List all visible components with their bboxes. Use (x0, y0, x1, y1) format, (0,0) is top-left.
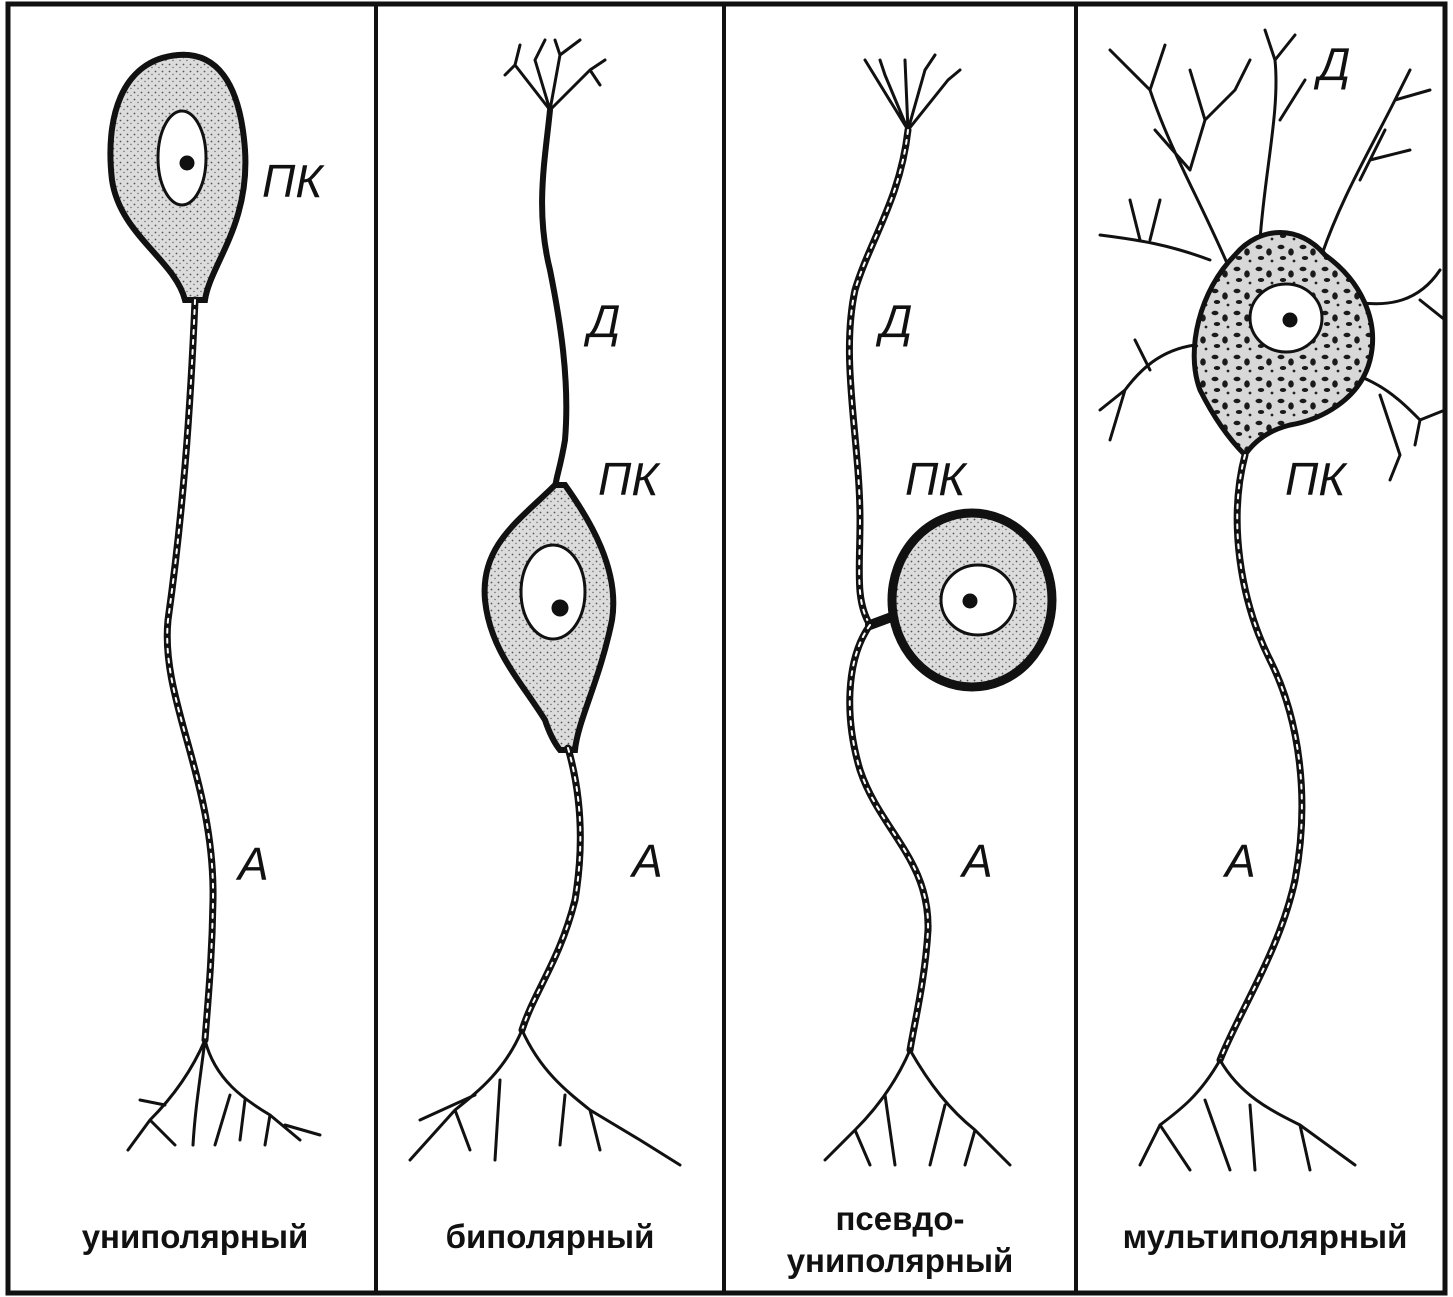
pseudounipolar-dendrite (849, 130, 908, 625)
pseudounipolar-nucleus (941, 565, 1015, 635)
bipolar-dendrite-label: Д (583, 295, 620, 347)
unipolar-axon (167, 300, 213, 1040)
bipolar-nucleus (521, 545, 585, 639)
bipolar-dendrite-tips (505, 40, 605, 110)
bipolar-terminals (410, 1030, 680, 1165)
pseudounipolar-caption-line-1: псевдо- (835, 1200, 964, 1237)
multipolar-neuron (1100, 30, 1445, 1170)
bipolar-neuron (410, 40, 680, 1165)
multipolar-axon (1220, 455, 1302, 1060)
bipolar-soma-label: ПК (598, 453, 661, 505)
multipolar-dendrite-label: Д (1313, 38, 1350, 90)
multipolar-terminals (1140, 1060, 1355, 1170)
pseudounipolar-terminals (825, 1050, 1010, 1165)
pseudounipolar-soma-label: ПК (905, 453, 968, 505)
unipolar-nucleolus (180, 156, 194, 170)
multipolar-soma-label: ПК (1285, 453, 1348, 505)
pseudounipolar-caption-line-2: униполярный (787, 1242, 1014, 1279)
unipolar-caption: униполярный (82, 1218, 309, 1255)
multipolar-nucleolus (1283, 313, 1297, 327)
pseudounipolar-neuron (825, 55, 1052, 1165)
pseudounipolar-axon-label: А (959, 835, 993, 887)
bipolar-axon (522, 748, 580, 1030)
unipolar-soma-label: ПК (262, 155, 325, 207)
multipolar-caption: мультиполярный (1123, 1218, 1408, 1255)
pseudounipolar-dendrite-tips (865, 55, 960, 130)
unipolar-terminals (128, 1040, 320, 1150)
unipolar-neuron (110, 55, 320, 1150)
bipolar-caption: биполярный (446, 1218, 655, 1255)
pseudounipolar-dendrite-label: Д (875, 295, 912, 347)
pseudounipolar-nucleolus (963, 594, 977, 608)
bipolar-axon-label: А (629, 835, 663, 887)
multipolar-axon-label: А (1222, 835, 1256, 887)
bipolar-dendrite (542, 110, 566, 490)
pseudounipolar-axon (850, 625, 928, 1050)
bipolar-nucleolus (552, 600, 568, 616)
unipolar-axon-label: А (235, 838, 269, 890)
